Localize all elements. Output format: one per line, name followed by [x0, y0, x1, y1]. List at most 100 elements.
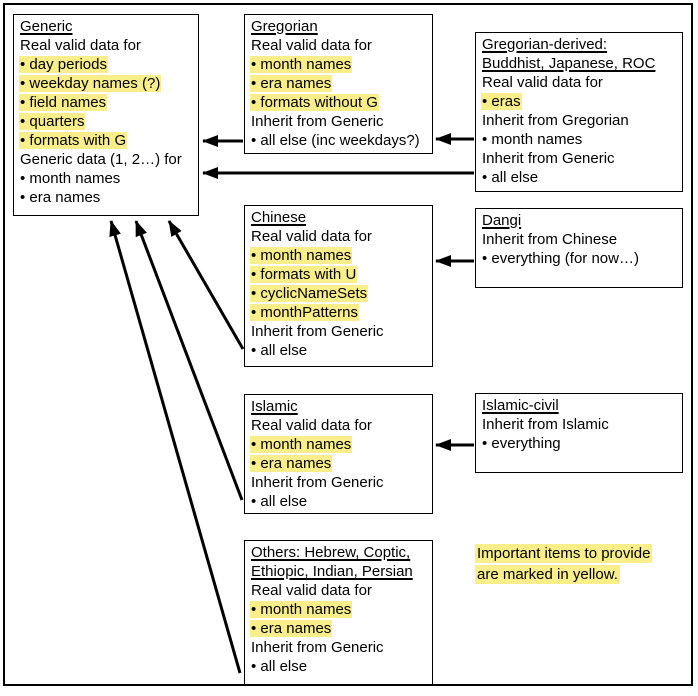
box-line: • all else	[250, 657, 427, 676]
line-text: • monthPatterns	[250, 304, 359, 321]
box-line: Real valid data for	[250, 36, 427, 55]
outer-frame	[3, 3, 693, 686]
note-line: Important items to provide	[475, 543, 653, 564]
box-line: • everything (for now…)	[481, 249, 677, 268]
box-line: • month names	[250, 55, 427, 74]
line-text: • all else	[251, 658, 308, 675]
line-text: • all else	[482, 169, 539, 186]
box-line: Inherit from Generic	[250, 322, 427, 341]
line-text: • month names	[250, 247, 353, 264]
line-text: Gregorian-derived:	[482, 36, 608, 53]
note-text: are marked in yellow.	[475, 565, 620, 584]
line-text: Real valid data for	[251, 228, 372, 245]
box-line: Buddhist, Japanese, ROC	[481, 54, 677, 73]
line-text: Real valid data for	[251, 582, 372, 599]
box-gregorian-derived: Gregorian-derived:Buddhist, Japanese, RO…	[475, 32, 683, 192]
box-line: Inherit from Generic	[250, 473, 427, 492]
line-text: • era names	[250, 455, 333, 472]
line-text: • era names	[20, 189, 101, 206]
line-text: Generic	[20, 18, 73, 35]
box-line: • month names	[250, 435, 427, 454]
box-line: Gregorian	[250, 17, 427, 36]
box-line: Others: Hebrew, Coptic,	[250, 543, 427, 562]
box-line: • month names	[19, 169, 193, 188]
line-text: • era names	[250, 620, 333, 637]
box-line: • cyclicNameSets	[250, 284, 427, 303]
line-text: • field names	[19, 94, 108, 111]
line-text: • era names	[250, 75, 333, 92]
box-line: • all else (inc weekdays?)	[250, 131, 427, 150]
box-line: Islamic-civil	[481, 396, 677, 415]
line-text: • formats with G	[19, 132, 128, 149]
line-text: • day periods	[19, 56, 108, 73]
line-text: Inherit from Generic	[251, 113, 384, 130]
line-text: • month names	[482, 131, 583, 148]
box-line: • formats with G	[19, 131, 193, 150]
box-line: • month names	[481, 130, 677, 149]
box-line: Inherit from Generic	[250, 112, 427, 131]
line-text: • cyclicNameSets	[250, 285, 369, 302]
box-line: • monthPatterns	[250, 303, 427, 322]
box-line: Ethiopic, Indian, Persian	[250, 562, 427, 581]
line-text: Inherit from Islamic	[482, 416, 609, 433]
line-text: • formats without G	[250, 94, 379, 111]
box-line: • quarters	[19, 112, 193, 131]
line-text: • weekday names (?)	[19, 75, 162, 92]
box-line: • field names	[19, 93, 193, 112]
box-line: Inherit from Islamic	[481, 415, 677, 434]
line-text: Inherit from Chinese	[482, 231, 618, 248]
line-text: • all else (inc weekdays?)	[251, 132, 420, 149]
line-text: Inherit from Generic	[251, 639, 384, 656]
note-text: Important items to provide	[475, 544, 653, 563]
line-text: Others: Hebrew, Coptic,	[251, 544, 411, 561]
line-text: Generic data (1, 2…) for	[20, 151, 182, 168]
line-text: Islamic-civil	[482, 397, 559, 414]
line-text: • all else	[251, 493, 308, 510]
box-line: • formats without G	[250, 93, 427, 112]
note-important: Important items to provide are marked in …	[475, 543, 653, 585]
line-text: Real valid data for	[482, 74, 603, 91]
box-line: Real valid data for	[19, 36, 193, 55]
box-line: • era names	[250, 619, 427, 638]
line-text: • formats with U	[250, 266, 358, 283]
box-line: Real valid data for	[481, 73, 677, 92]
box-line: Inherit from Generic	[481, 149, 677, 168]
line-text: • month names	[20, 170, 121, 187]
line-text: • month names	[250, 56, 353, 73]
line-text: • quarters	[19, 113, 86, 130]
line-text: • month names	[250, 436, 353, 453]
box-line: • formats with U	[250, 265, 427, 284]
line-text: Dangi	[482, 212, 522, 229]
box-line: • all else	[250, 492, 427, 511]
box-line: Real valid data for	[250, 227, 427, 246]
box-line: Inherit from Generic	[250, 638, 427, 657]
box-line: Inherit from Chinese	[481, 230, 677, 249]
box-line: Real valid data for	[250, 416, 427, 435]
box-line: • day periods	[19, 55, 193, 74]
line-text: • everything (for now…)	[482, 250, 639, 267]
box-line: Generic data (1, 2…) for	[19, 150, 193, 169]
box-line: • eras	[481, 92, 677, 111]
line-text: Inherit from Generic	[251, 323, 384, 340]
box-line: • month names	[250, 246, 427, 265]
line-text: Ethiopic, Indian, Persian	[251, 563, 413, 580]
box-line: Gregorian-derived:	[481, 35, 677, 54]
box-line: Chinese	[250, 208, 427, 227]
box-line: • era names	[250, 454, 427, 473]
box-line: • all else	[481, 168, 677, 187]
line-text: Inherit from Generic	[482, 150, 615, 167]
note-line: are marked in yellow.	[475, 564, 652, 585]
line-text: • everything	[482, 435, 561, 452]
line-text: Inherit from Generic	[251, 474, 384, 491]
box-line: • everything	[481, 434, 677, 453]
line-text: Inherit from Gregorian	[482, 112, 629, 129]
line-text: • eras	[481, 93, 522, 110]
box-line: • era names	[19, 188, 193, 207]
box-line: • weekday names (?)	[19, 74, 193, 93]
